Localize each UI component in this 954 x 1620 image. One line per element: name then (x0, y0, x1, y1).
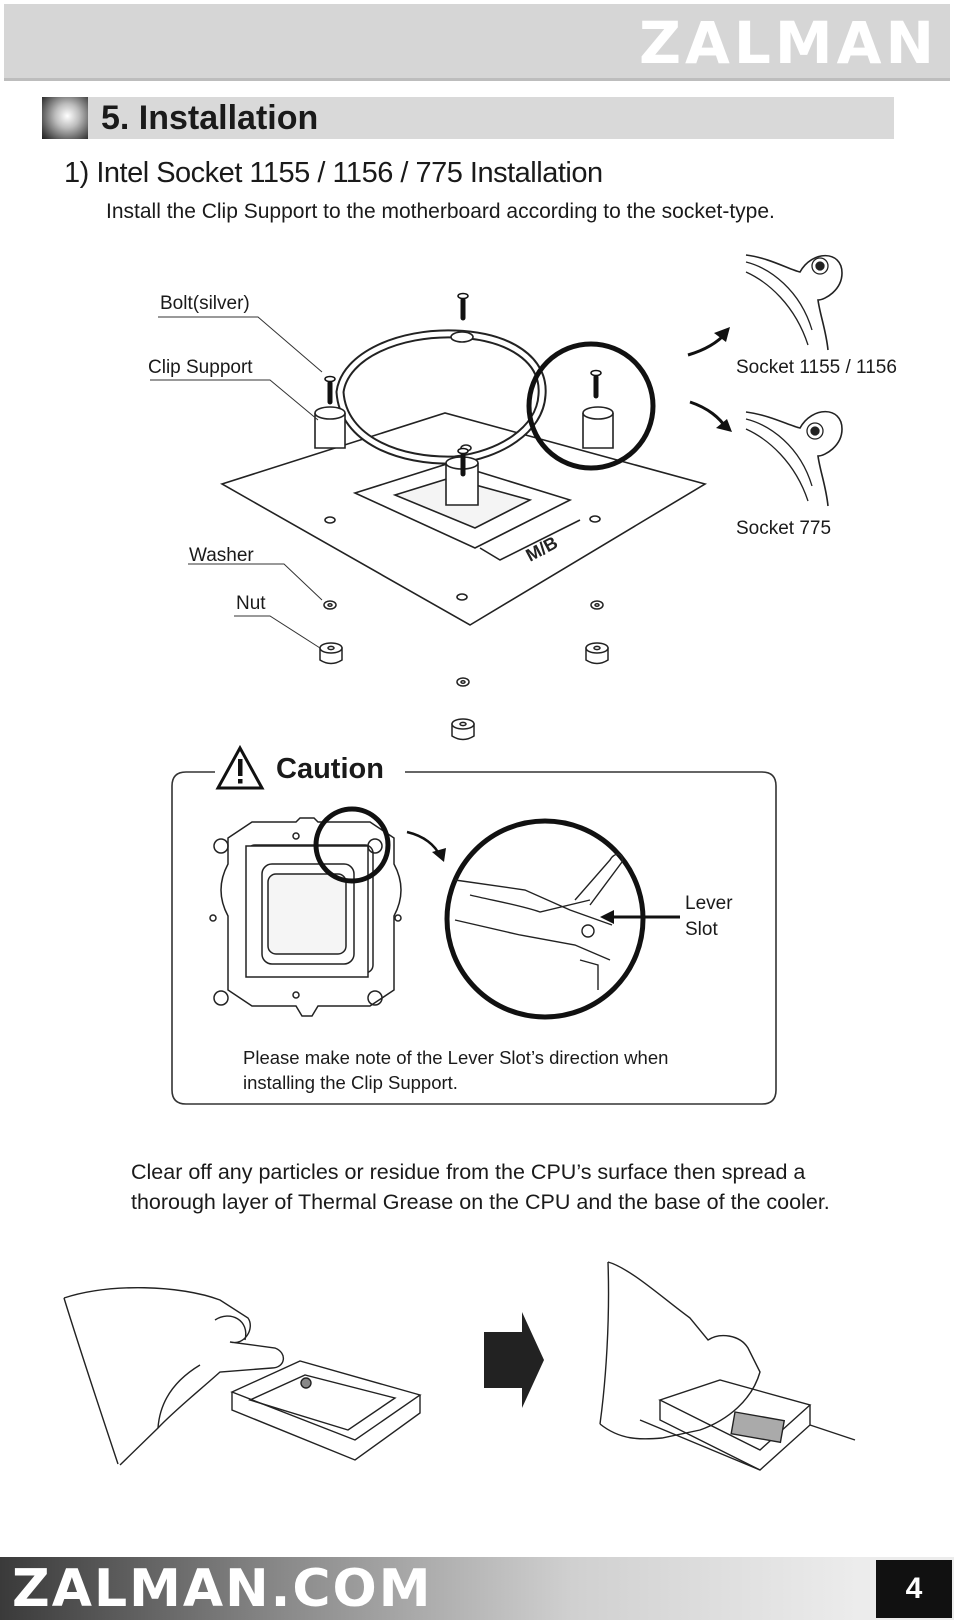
caution-title: Caution (276, 753, 384, 785)
label-bolt: Bolt(silver) (160, 293, 250, 314)
caution-note: Please make note of the Lever Slot’s dir… (243, 1045, 743, 1095)
label-clip-support: Clip Support (148, 357, 253, 378)
page-number: 4 (876, 1560, 952, 1618)
socket-topview (209, 817, 402, 1017)
label-socket-1155: Socket 1155 / 1156 (736, 357, 897, 378)
instruction-thermal-grease: Clear off any particles or residue from … (131, 1160, 830, 1214)
header-band (4, 4, 950, 81)
section-title: 5. Installation (101, 99, 319, 137)
footer-band (0, 1557, 954, 1620)
footer-domain: ZALMAN.COM (12, 1559, 433, 1619)
detail-circle (526, 341, 656, 471)
label-slot: Slot (685, 919, 718, 940)
label-nut: Nut (236, 593, 266, 614)
label-socket-775: Socket 775 (736, 518, 832, 539)
subsection-title: 1) Intel Socket 1155 / 1156 / 775 Instal… (64, 157, 603, 189)
instruction-clip-support: Install the Clip Support to the motherbo… (106, 200, 775, 223)
label-lever: Lever (685, 893, 733, 914)
next-step-arrow (484, 1312, 544, 1408)
warning-triangle-icon (215, 744, 265, 790)
caution-box (171, 771, 777, 1105)
section-heading-bar (42, 97, 894, 139)
caution-note-line-2: installing the Clip Support. (243, 1072, 458, 1093)
section-bullet-icon (42, 97, 88, 139)
cpu-grease-left-illustration (63, 1287, 422, 1466)
label-washer: Washer (189, 545, 254, 566)
lever-detail-circle (313, 806, 391, 884)
magnified-lever-circle (444, 818, 646, 1020)
cooler-grease-right-illustration (599, 1261, 856, 1471)
caution-note-line-1: Please make note of the Lever Slot’s dir… (243, 1047, 669, 1068)
brand-logo: ZALMAN (638, 9, 938, 77)
